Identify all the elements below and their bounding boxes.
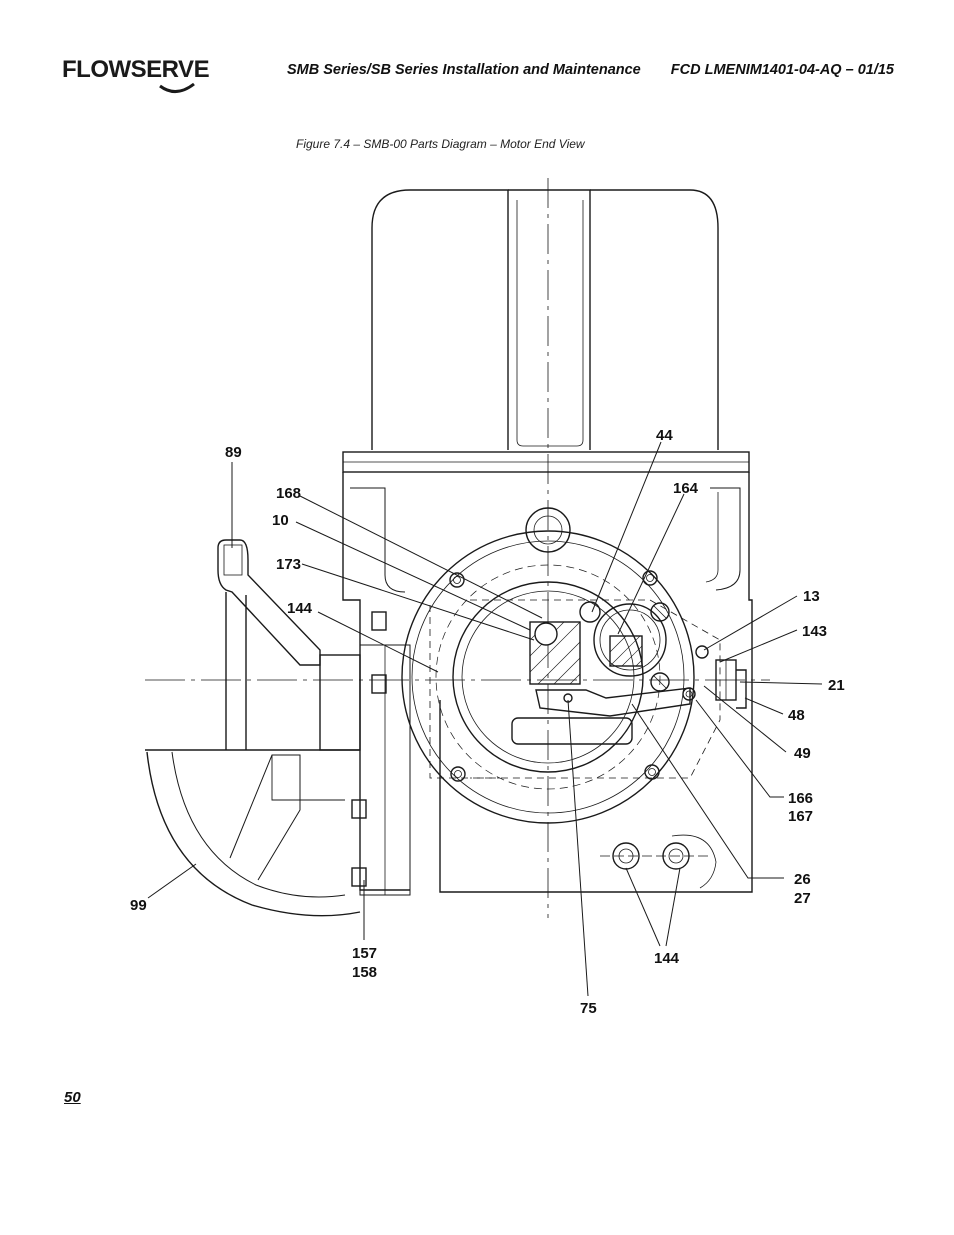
- callout-48: 48: [788, 707, 805, 724]
- document-title: SMB Series/SB Series Installation and Ma…: [287, 62, 641, 78]
- callout-44: 44: [656, 427, 673, 444]
- callout-166: 166: [788, 790, 813, 807]
- callout-168: 168: [276, 485, 301, 502]
- page-number: 50: [64, 1089, 81, 1106]
- callout-99: 99: [130, 897, 147, 914]
- logo-swoosh-icon: [159, 82, 195, 93]
- callout-26: 26: [794, 871, 811, 888]
- flowserve-logo: FLOWSERVE: [62, 52, 212, 96]
- drawing-linework: [145, 178, 770, 918]
- callout-164: 164: [673, 480, 699, 497]
- callout-167: 167: [788, 808, 813, 825]
- callout-157: 157: [352, 945, 377, 962]
- callout-49: 49: [794, 745, 811, 762]
- document-code: FCD LMENIM1401-04-AQ – 01/15: [670, 62, 894, 78]
- leader-lines: [147, 441, 823, 997]
- callout-173: 173: [276, 556, 301, 573]
- brand-name: FLOWSERVE: [62, 56, 210, 83]
- callout-144-top: 144: [287, 600, 313, 617]
- callout-143: 143: [802, 623, 827, 640]
- callout-13: 13: [803, 588, 820, 605]
- page-header: SMB Series/SB Series Installation and Ma…: [287, 62, 894, 78]
- callout-10: 10: [272, 512, 289, 529]
- callout-75: 75: [580, 1000, 597, 1017]
- callout-158: 158: [352, 964, 377, 981]
- callout-144-bottom: 144: [654, 950, 680, 967]
- callout-27: 27: [794, 890, 811, 907]
- callout-21: 21: [828, 677, 845, 694]
- callout-89: 89: [225, 444, 242, 461]
- figure-caption: Figure 7.4 – SMB-00 Parts Diagram – Moto…: [296, 137, 585, 151]
